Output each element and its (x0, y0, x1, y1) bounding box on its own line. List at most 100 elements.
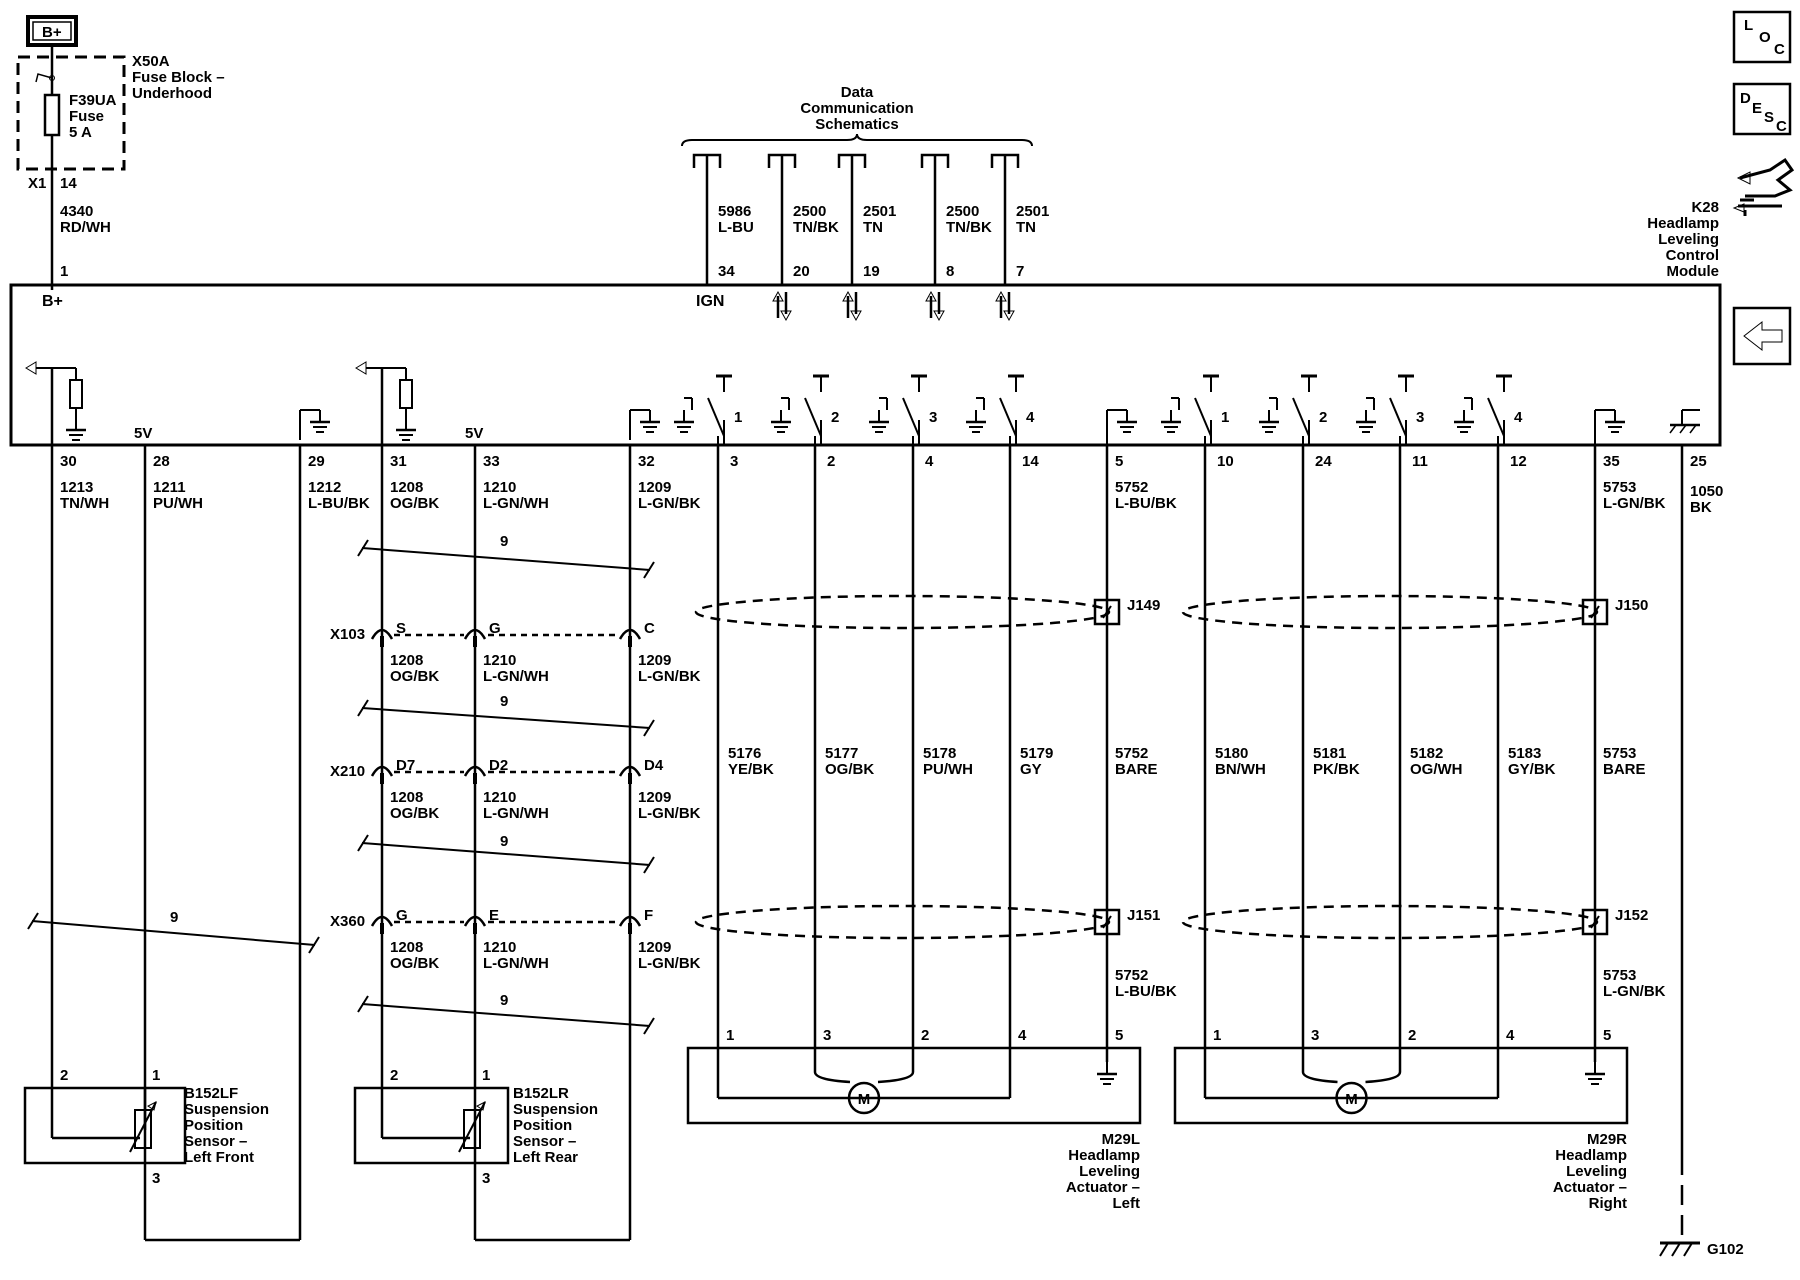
harness-number: 9 (500, 533, 508, 550)
back-arrow-button[interactable] (1732, 306, 1792, 366)
inline-color: OG/BK (390, 955, 439, 972)
splice-name: J150 (1615, 597, 1648, 614)
inline-circuit: 1209 (638, 939, 671, 956)
wire-color: OG/BK (390, 495, 439, 512)
data-comm-color: TN/BK (946, 219, 992, 236)
harness-line (361, 547, 651, 571)
actuator-color: OG/BK (825, 761, 874, 778)
actuator-component-pin: 2 (1408, 1027, 1416, 1044)
module-bplus: B+ (42, 293, 63, 310)
switch-number: 1 (1221, 409, 1229, 426)
actuator-component-pin: 4 (1506, 1027, 1515, 1044)
actuator-pin: 3 (730, 453, 738, 470)
actuator-circuit: 5179 (1020, 745, 1053, 762)
module-feed-pin: 1 (60, 263, 68, 280)
module-pin: 33 (483, 453, 500, 470)
switch-number: 2 (1319, 409, 1327, 426)
motor-lead (1365, 1048, 1402, 1084)
module-line4: Module (1667, 263, 1720, 280)
connector-pin: G (489, 620, 501, 637)
connector-name: X103 (330, 626, 365, 643)
shield-circuit: 5753 (1603, 479, 1636, 496)
module-line1: Headlamp (1647, 215, 1719, 232)
module-line2: Leveling (1658, 231, 1719, 248)
actuator-component-pin: 1 (726, 1027, 734, 1044)
switch-number: 3 (929, 409, 937, 426)
fuse-pin: 14 (60, 175, 77, 192)
module-pin: 28 (153, 453, 170, 470)
data-comm-color: TN (1016, 219, 1036, 236)
module-line3: Control (1666, 247, 1719, 264)
shield-pin: 35 (1603, 453, 1620, 470)
inline-color: L-GN/WH (483, 955, 549, 972)
harness-number: 9 (500, 992, 508, 1009)
switch-number: 4 (1514, 409, 1523, 426)
inline-circuit: 1210 (483, 939, 516, 956)
actuator-pin: 24 (1315, 453, 1332, 470)
connector-cavity (463, 628, 487, 640)
pullup-resistor (399, 379, 413, 409)
fuse-block-outline (16, 55, 126, 171)
wire-circuit: 1208 (390, 479, 423, 496)
loc-button[interactable]: L O C (1732, 10, 1792, 64)
data-comm-color: TN/BK (793, 219, 839, 236)
actuator-left-line2: Leveling (1079, 1163, 1140, 1180)
switch-number: 4 (1026, 409, 1035, 426)
shield-color: L-BU/BK (1115, 495, 1177, 512)
harness-line (361, 1003, 651, 1027)
desc-c: C (1776, 118, 1787, 135)
actuator-right-line4: Right (1589, 1195, 1627, 1212)
wire-circuit: 1212 (308, 479, 341, 496)
shield-ellipse (694, 904, 1111, 940)
splice-name: J149 (1127, 597, 1160, 614)
data-comm-line2: Communication (800, 100, 913, 117)
splice-box (1581, 908, 1609, 936)
harness-number: 9 (500, 693, 508, 710)
loc-o: O (1759, 29, 1771, 46)
fuse-block-line1: Fuse Block – (132, 69, 225, 86)
inline-color: OG/BK (390, 668, 439, 685)
actuator-circuit: 5176 (728, 745, 761, 762)
ground-name: G102 (1707, 1241, 1744, 1258)
motor-lead (877, 1048, 915, 1084)
switch-number: 2 (831, 409, 839, 426)
connector-pin: C (644, 620, 655, 637)
sensor-lr-pin-a: 2 (390, 1067, 398, 1084)
motor-symbol (847, 1081, 881, 1115)
module-box (9, 283, 1722, 447)
sensor-lf-pin-c: 3 (152, 1170, 160, 1187)
actuator-pin: 10 (1217, 453, 1234, 470)
sensor-lr-pin-b: 1 (482, 1067, 490, 1084)
actuator-component-pin: 4 (1018, 1027, 1027, 1044)
actuator-right-line2: Leveling (1566, 1163, 1627, 1180)
sensor-lr-pin-c: 3 (482, 1170, 490, 1187)
shield-circuit: 5753 (1603, 745, 1636, 762)
actuator-color: OG/WH (1410, 761, 1463, 778)
actuator-color: YE/BK (728, 761, 774, 778)
data-comm-circuit: 2500 (946, 203, 979, 220)
actuator-pin: 14 (1022, 453, 1039, 470)
data-down-arrow (1003, 310, 1015, 322)
data-down-arrow (850, 310, 862, 322)
battery-label: B+ (42, 24, 62, 41)
data-up-arrow (842, 290, 854, 302)
inline-circuit: 1208 (390, 652, 423, 669)
fuse-line2: 5 A (69, 124, 92, 141)
fuse-line1: Fuse (69, 108, 104, 125)
shield-color: BARE (1115, 761, 1158, 778)
shield-circuit: 5752 (1115, 967, 1148, 984)
connector-pin: D4 (644, 757, 664, 774)
data-comm-pin: 8 (946, 263, 954, 280)
inline-color: L-GN/WH (483, 668, 549, 685)
connector-cavity (618, 765, 642, 777)
data-comm-pin: 20 (793, 263, 810, 280)
data-comm-pin: 7 (1016, 263, 1024, 280)
inline-color: L-GN/BK (638, 955, 701, 972)
actuator-left-line4: Left (1113, 1195, 1141, 1212)
harness-line (361, 707, 651, 729)
connector-view-icon[interactable] (1732, 157, 1795, 216)
shield-circuit: 5752 (1115, 745, 1148, 762)
desc-button[interactable]: D E S C (1732, 82, 1792, 136)
connector-cavity (463, 915, 487, 927)
